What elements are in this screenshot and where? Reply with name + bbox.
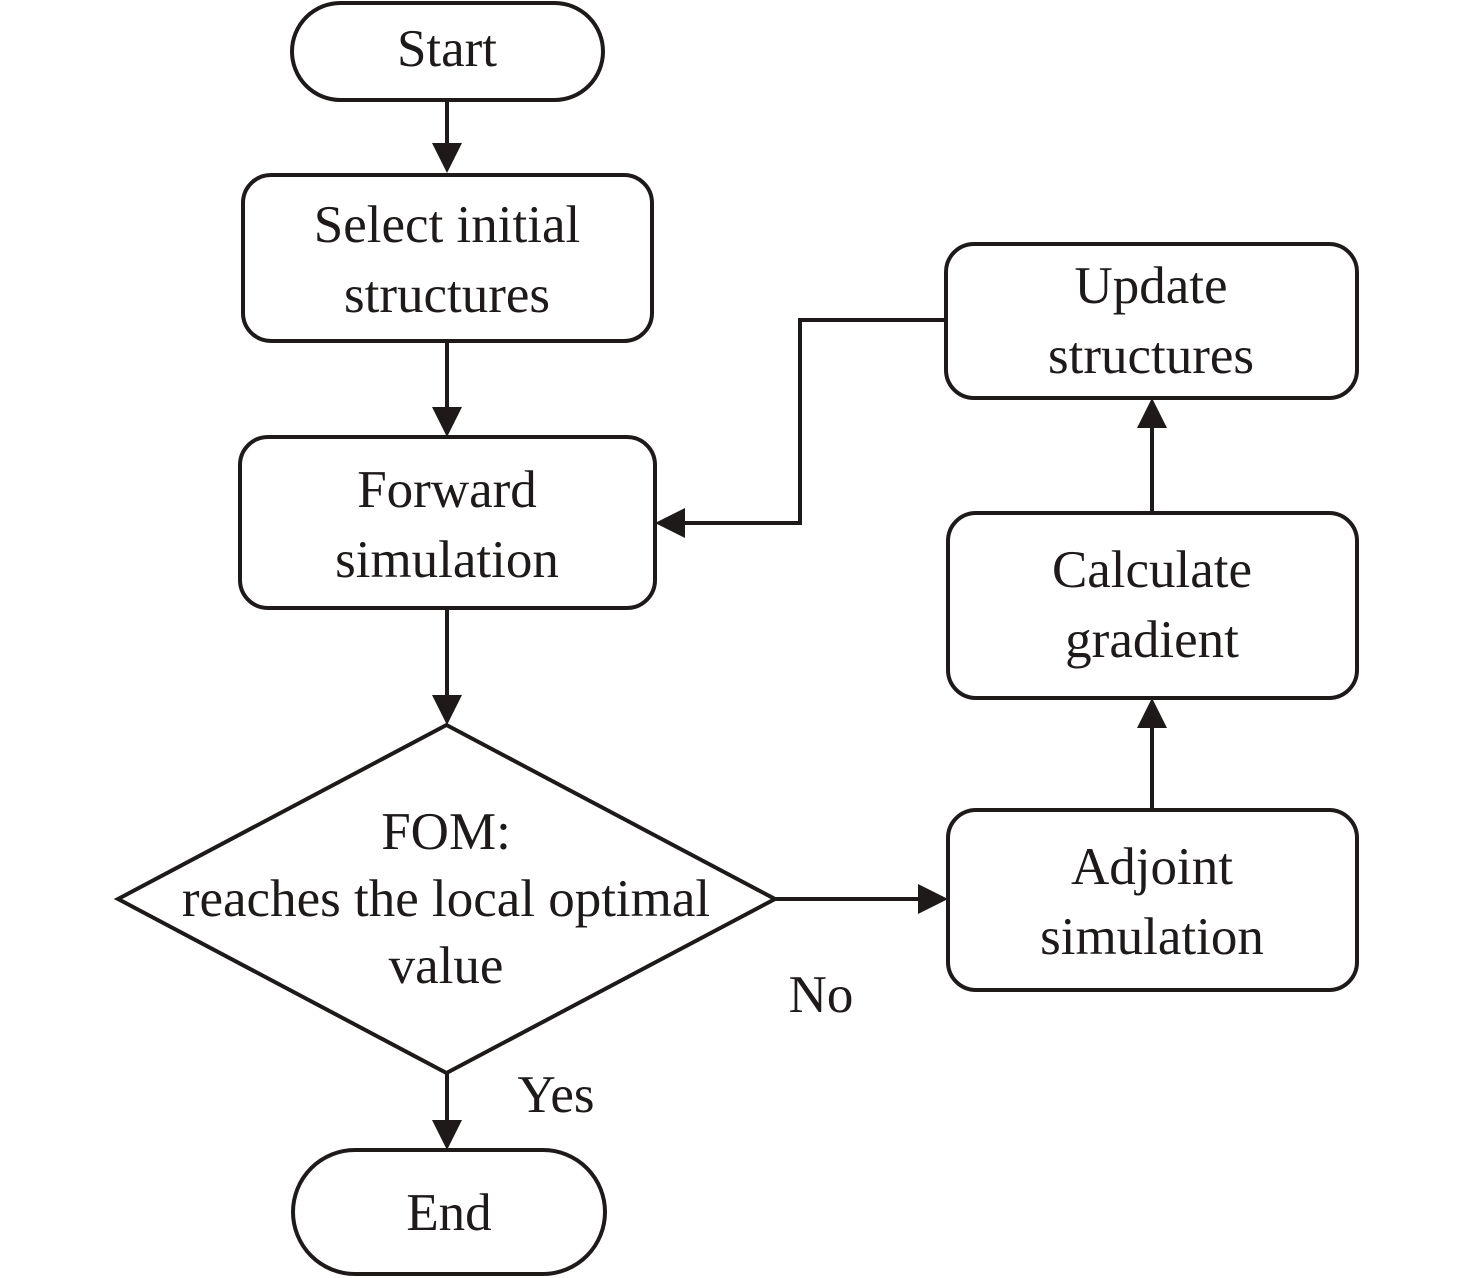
node-start-shape [290, 1, 605, 102]
node-fom-decision-label-line3: value [389, 937, 504, 995]
node-update-structures-label-line2: structures [1048, 327, 1254, 385]
node-fom-decision-shape [113, 722, 780, 1076]
arrowhead-into-select [432, 143, 462, 173]
node-shapes [113, 1, 1359, 1276]
arrowhead-into-decision [432, 695, 462, 725]
node-calculate-gradient-shape [946, 511, 1359, 700]
node-adjoint-simulation-label-line1: Adjoint [1071, 838, 1233, 896]
edge-label-no: No [789, 966, 854, 1024]
node-start-label: Start [397, 20, 497, 78]
node-select-initial-structures-label-line1: Select initial [314, 196, 580, 254]
arrowhead-into-update [1137, 398, 1167, 428]
arrowhead-into-forward-right [655, 508, 685, 538]
arrowhead-into-calculate [1137, 698, 1167, 728]
node-calculate-gradient-label-line1: Calculate [1052, 541, 1252, 599]
edge-update-forward-feedback [683, 318, 946, 525]
node-calculate-gradient-label-line2: gradient [1065, 611, 1239, 669]
node-forward-simulation-label-line2: simulation [335, 531, 559, 589]
node-labels: Start Select initial structures Forward … [182, 20, 1264, 1242]
node-select-initial-structures-shape [241, 173, 654, 343]
node-forward-simulation-label-line1: Forward [357, 461, 537, 519]
node-select-initial-structures-label-line2: structures [344, 266, 550, 324]
node-forward-simulation-shape [238, 435, 657, 610]
node-adjoint-simulation-label-line2: simulation [1040, 908, 1264, 966]
arrowheads [432, 143, 1167, 1150]
node-update-structures-shape [944, 242, 1359, 400]
arrowhead-into-forward [432, 407, 462, 437]
node-update-structures-label-line1: Update [1074, 257, 1227, 315]
edge-label-yes: Yes [517, 1066, 594, 1124]
node-fom-decision-label-line1: FOM: [381, 803, 511, 861]
node-adjoint-simulation-shape [946, 808, 1359, 992]
arrowhead-into-end [432, 1120, 462, 1150]
arrowhead-into-adjoint [918, 884, 948, 914]
edge-lines [445, 100, 1154, 1122]
node-end-shape [291, 1148, 607, 1276]
node-end-label: End [406, 1184, 491, 1242]
node-fom-decision-label-line2: reaches the local optimal [182, 870, 710, 928]
